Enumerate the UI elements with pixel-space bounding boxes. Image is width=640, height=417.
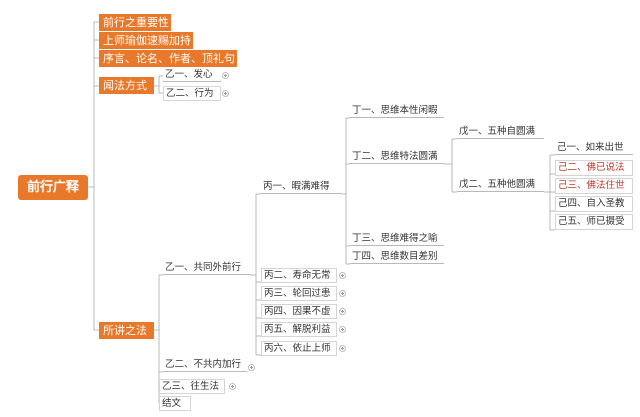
outer-bing2-label: 丙二、寿命无常	[264, 269, 331, 281]
expand-outer-bing5-icon[interactable]	[339, 326, 346, 333]
section-method-label: 闻法方式	[103, 79, 147, 92]
method-yi2[interactable]: 乙二、行为	[163, 86, 221, 101]
outer-bing3-label: 丙三、轮回过患	[264, 287, 331, 299]
outer-bing5-label: 丙五、解脱利益	[264, 323, 331, 335]
section-blessing-label: 上师瑜伽速赐加持	[103, 34, 191, 47]
leisure-ding3-label: 丁三、思维难得之喻	[352, 232, 438, 244]
content-end[interactable]: 结文	[159, 396, 191, 411]
outer-bing3[interactable]: 丙三、轮回过患	[261, 286, 337, 301]
content-yi1[interactable]: 乙一、共同外前行	[163, 261, 250, 275]
expand-outer-bing4-icon[interactable]	[339, 308, 346, 315]
outer-bing4-label: 丙四、因果不虚	[264, 305, 331, 317]
endowments-wu1-label: 戊一、五种自圆满	[459, 125, 536, 137]
others-ji5-label: 己五、师已摄受	[558, 216, 625, 228]
outer-bing6-label: 丙六、依止上师	[264, 342, 331, 354]
outer-bing1[interactable]: 丙一、暇满难得	[261, 180, 342, 194]
expand-outer-bing2-icon[interactable]	[339, 272, 346, 279]
expand-outer-bing6-icon[interactable]	[339, 345, 346, 352]
content-end-label: 结文	[162, 397, 182, 409]
section-preface-label: 序言、论名、作者、顶礼句	[103, 52, 235, 65]
others-ji3[interactable]: 己三、佛法住世	[555, 178, 633, 194]
content-yi3-label: 乙三、往生法	[162, 380, 220, 392]
leisure-ding1-label: 丁一、思维本性闲暇	[352, 104, 438, 116]
leisure-ding3[interactable]: 丁三、思维难得之喻	[350, 232, 444, 246]
others-ji2-label: 己二、佛已说法	[558, 162, 625, 174]
others-ji4-label: 己四、自入圣教	[558, 198, 625, 210]
outer-bing5[interactable]: 丙五、解脱利益	[261, 322, 337, 337]
section-importance-label: 前行之重要性	[103, 16, 169, 29]
section-blessing[interactable]: 上师瑜伽速赐加持	[99, 32, 193, 49]
leisure-ding4-label: 丁四、思维数目差别	[352, 250, 438, 262]
others-ji4[interactable]: 己四、自入圣教	[555, 196, 633, 212]
others-ji3-label: 己三、佛法住世	[558, 180, 625, 192]
leisure-ding2[interactable]: 丁二、思维特法圆满	[350, 150, 444, 164]
outer-bing1-label: 丙一、暇满难得	[263, 180, 330, 192]
others-ji2[interactable]: 己二、佛已说法	[555, 160, 633, 176]
leisure-ding2-label: 丁二、思维特法圆满	[352, 150, 438, 162]
endowments-wu2-label: 戊二、五种他圆满	[459, 178, 536, 190]
content-yi2[interactable]: 乙二、不共内加行	[163, 358, 247, 372]
method-yi1-label: 乙一、发心	[165, 68, 213, 80]
section-content[interactable]: 所讲之法	[99, 322, 154, 339]
method-yi2-label: 乙二、行为	[166, 87, 214, 99]
outer-bing2[interactable]: 丙二、寿命无常	[261, 268, 337, 283]
section-importance[interactable]: 前行之重要性	[99, 14, 171, 31]
root-topic-label: 前行广释	[26, 180, 79, 195]
method-yi1[interactable]: 乙一、发心	[163, 68, 221, 82]
expand-outer-bing3-icon[interactable]	[339, 290, 346, 297]
outer-bing6[interactable]: 丙六、依止上师	[261, 341, 337, 356]
expand-content-yi2-icon[interactable]	[248, 364, 255, 371]
outer-bing4[interactable]: 丙四、因果不虚	[261, 304, 337, 319]
endowments-wu1[interactable]: 戊一、五种自圆满	[457, 125, 544, 139]
others-ji1[interactable]: 己一、如来出世	[555, 141, 633, 155]
others-ji1-label: 己一、如来出世	[557, 141, 624, 153]
leisure-ding4[interactable]: 丁四、思维数目差别	[350, 250, 444, 264]
section-method[interactable]: 闻法方式	[99, 77, 154, 94]
leisure-ding1[interactable]: 丁一、思维本性闲暇	[350, 104, 444, 118]
expand-method-yi1-icon[interactable]	[222, 72, 229, 79]
content-yi2-label: 乙二、不共内加行	[165, 358, 242, 370]
section-preface[interactable]: 序言、论名、作者、顶礼句	[99, 50, 237, 67]
expand-content-yi3-icon[interactable]	[229, 383, 236, 390]
others-ji5[interactable]: 己五、师已摄受	[555, 214, 633, 230]
expand-method-yi2-icon[interactable]	[222, 90, 229, 97]
section-content-label: 所讲之法	[103, 324, 147, 337]
content-yi1-label: 乙一、共同外前行	[165, 261, 242, 273]
endowments-wu2[interactable]: 戊二、五种他圆满	[457, 178, 544, 192]
root-topic[interactable]: 前行广释	[18, 175, 88, 200]
content-yi3[interactable]: 乙三、往生法	[159, 379, 225, 394]
